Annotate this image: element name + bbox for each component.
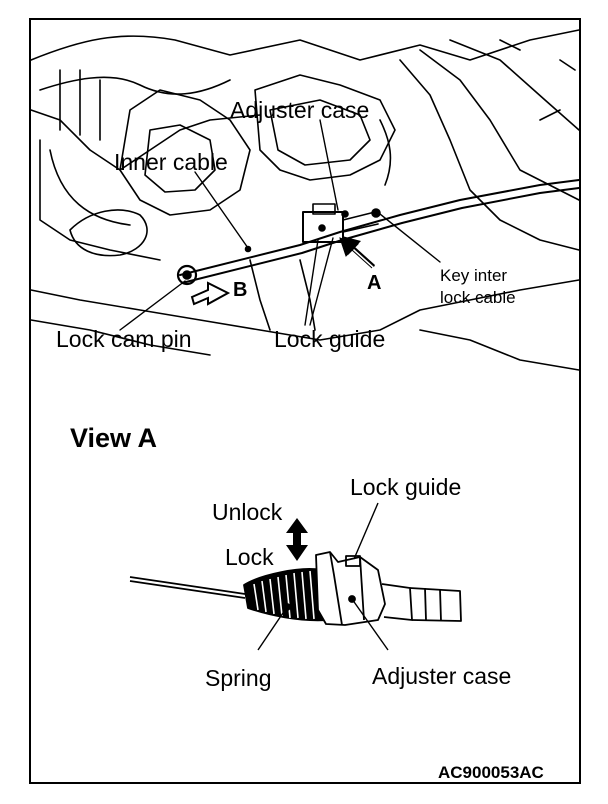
label-arrow-a: A [367, 272, 382, 294]
view-a-title: View A [70, 423, 158, 453]
label-spring: Spring [205, 665, 272, 691]
label-adjuster-case-bottom: Adjuster case [372, 663, 512, 689]
label-lock-guide-top: Lock guide [274, 326, 386, 352]
label-adjuster-case-top: Adjuster case [230, 97, 370, 123]
label-lock-cam-pin: Lock cam pin [56, 326, 192, 352]
label-key-interlock-line2: lock cable [440, 288, 516, 307]
label-inner-cable: Inner cable [114, 149, 228, 175]
figure-code: AC900053AC [438, 763, 544, 782]
label-arrow-b: B [233, 279, 248, 301]
label-lock-guide-bottom: Lock guide [350, 474, 462, 500]
figure-frame [29, 18, 581, 784]
label-lock: Lock [225, 544, 274, 570]
label-key-interlock-line1: Key inter [440, 266, 508, 285]
label-unlock: Unlock [212, 499, 283, 525]
